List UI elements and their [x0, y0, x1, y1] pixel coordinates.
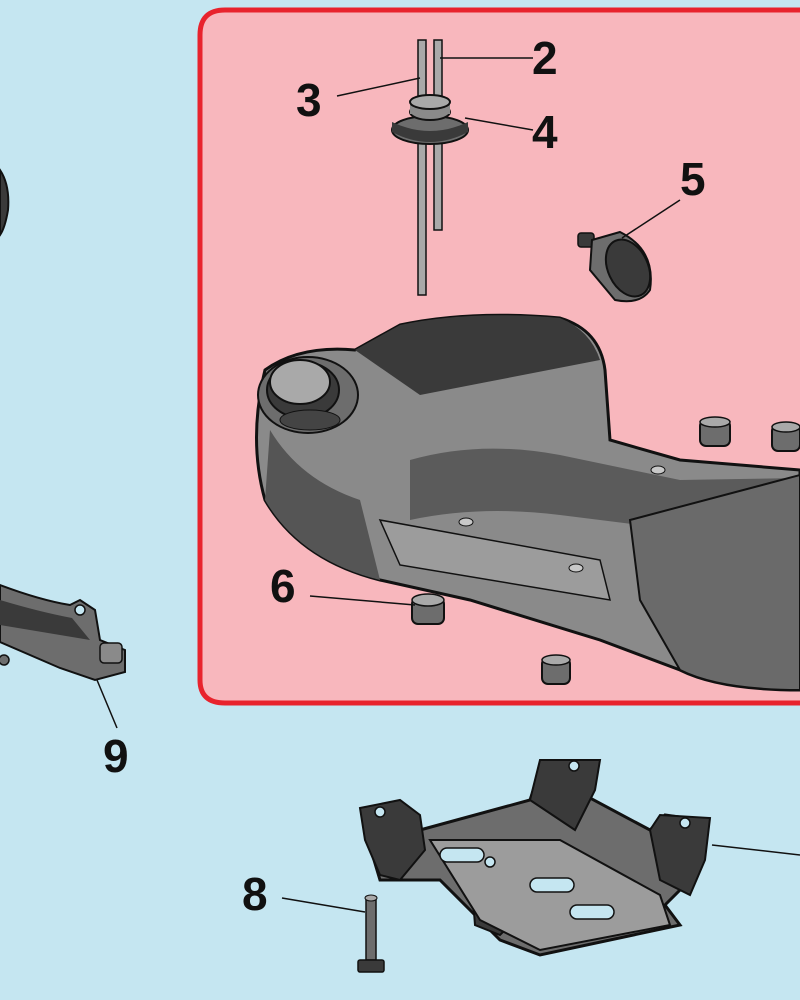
callout-2: 2	[532, 32, 558, 84]
callout-6: 6	[270, 560, 296, 612]
left-edge-part	[0, 168, 10, 237]
callout-9: 9	[103, 730, 129, 782]
lower-bracket	[358, 759, 712, 957]
rubber-mounts	[411, 416, 800, 685]
bolt	[357, 894, 385, 973]
leader-lines	[96, 57, 800, 913]
callout-8: 8	[242, 868, 268, 920]
fuel-tank	[255, 313, 800, 692]
callout-4: 4	[532, 106, 558, 158]
callout-5: 5	[680, 153, 706, 205]
grommet	[391, 94, 469, 145]
left-bracket	[0, 583, 126, 682]
fuel-filter	[577, 230, 652, 303]
callout-3: 3	[296, 74, 322, 126]
